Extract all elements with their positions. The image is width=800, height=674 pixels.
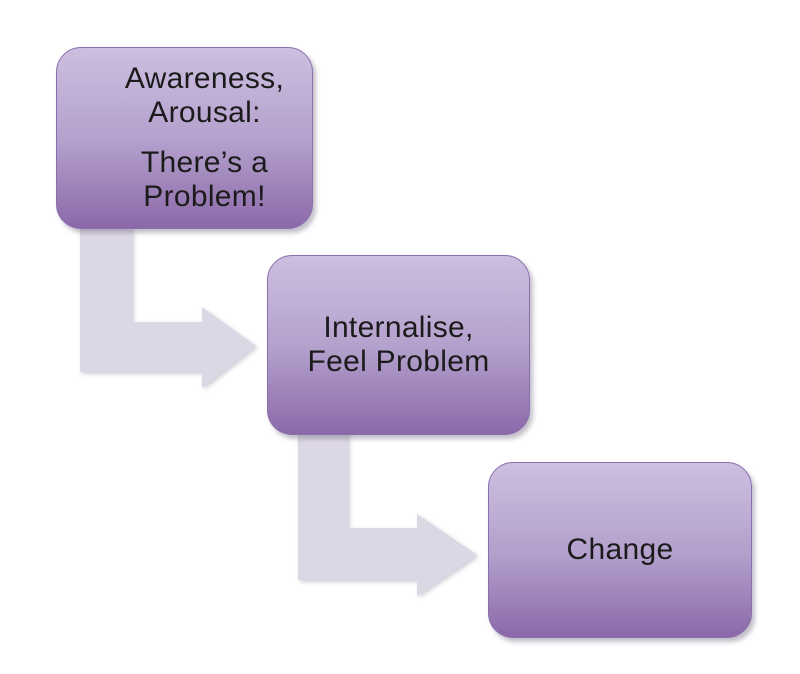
flow-step-change: Change (488, 462, 752, 638)
step-paragraph: There’s a Problem! (97, 146, 312, 214)
step-text-line: There’s a (140, 146, 269, 179)
step-text-line: Internalise, (323, 311, 474, 344)
elbow-arrow-2-icon (298, 430, 477, 596)
step-text-line: Problem! (143, 180, 266, 213)
flow-step-awareness-arousal: Awareness, Arousal: There’s a Problem! (56, 47, 313, 229)
step-paragraph: Internalise, Feel Problem (268, 311, 529, 379)
step-text-line: Feel Problem (307, 345, 490, 378)
elbow-arrow-1-icon (80, 225, 256, 388)
flow-step-internalise-feel-problem: Internalise, Feel Problem (267, 255, 530, 435)
step-paragraph: Awareness, Arousal: (97, 62, 312, 130)
step-paragraph: Change (489, 533, 751, 567)
step-text-line: Arousal: (148, 96, 261, 129)
step-text-line: Awareness, (124, 62, 285, 95)
step-text-line: Change (566, 533, 674, 566)
